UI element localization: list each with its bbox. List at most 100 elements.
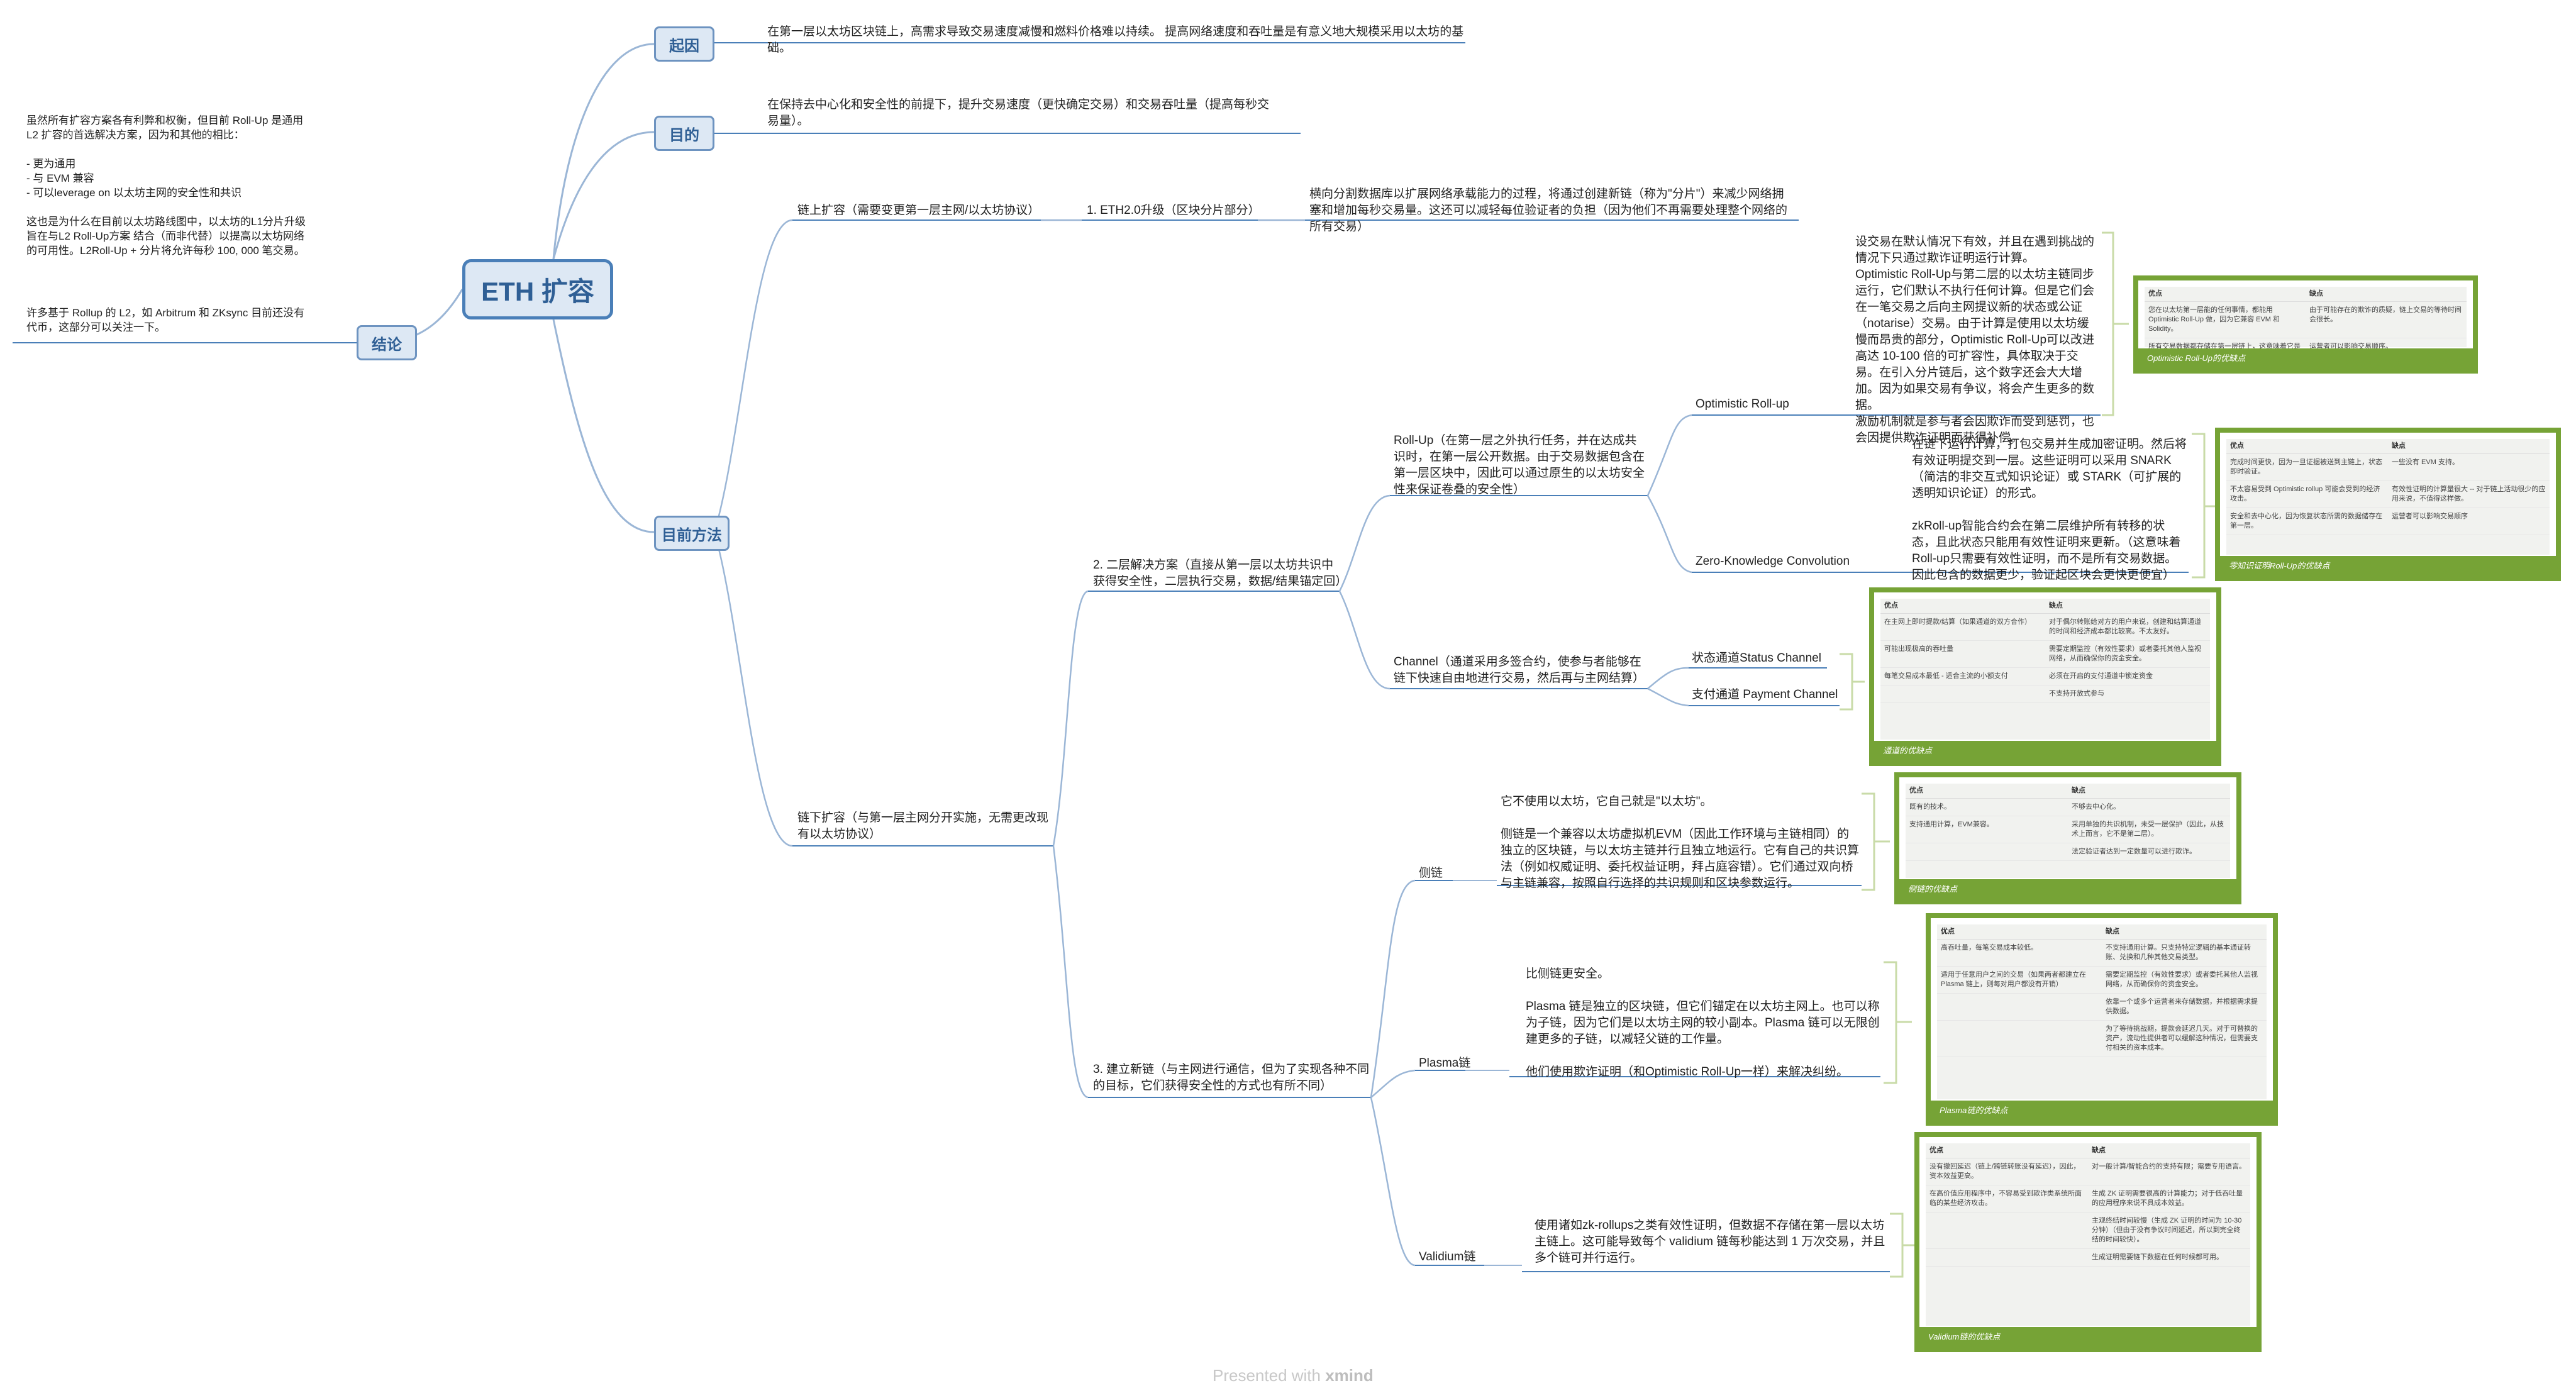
- pros-cons-table: 优点缺点没有撤回延迟（链上/跨链转账没有延迟），因此，资本效益更高。对一般计算/…: [1926, 1143, 2250, 1267]
- card-caption: Optimistic Roll-Up的优缺点: [2147, 353, 2246, 363]
- con-cell: 对一般计算/智能合约的支持有限；需要专用语言。: [2088, 1158, 2250, 1185]
- sidechain-text: 它不使用以太坊，它自己就是"以太坊"。 侧链是一个兼容以太坊虚拟机EVM（因此工…: [1501, 795, 1860, 890]
- layer2-label[interactable]: 2. 二层解决方案（直接从第一层以太坊共识中获得安全性，二层执行交易，数据/结果…: [1093, 558, 1348, 588]
- pro-cell: 高吞吐量，每笔交易成本较低。: [1937, 939, 2102, 967]
- cons-header: 缺点: [2102, 924, 2267, 940]
- pro-cell: 没有撤回延迟（链上/跨链转账没有延迟），因此，资本效益更高。: [1926, 1158, 2088, 1185]
- table-row: 支持通用计算，EVM兼容。采用单独的共识机制，未受一层保护（因此，从技术上而言，…: [1906, 816, 2230, 843]
- card-inner: 优点缺点您在以太坊第一层能的任何事情，都能用 Optimistic Roll-U…: [2145, 287, 2467, 365]
- pro-cell: 在高价值应用程序中，不容易受到欺诈类系统所面临的某些经济攻击。: [1926, 1185, 2088, 1213]
- onchain-label[interactable]: 链上扩容（需要变更第一层主网/以太坊协议）: [797, 204, 1040, 217]
- card-inner: 优点缺点高吞吐量，每笔交易成本较低。不支持通用计算。只支持特定逻辑的基本通证转账…: [1937, 924, 2267, 1099]
- eth2-label[interactable]: 1. ETH2.0升级（区块分片部分）: [1087, 204, 1260, 217]
- table-row: 您在以太坊第一层能的任何事情，都能用 Optimistic Roll-Up 做，…: [2145, 301, 2467, 338]
- table-row: 可能出现极高的吞吐量需要定期监控（有效性要求）或者委托其他人监视网络，从而确保你…: [1880, 640, 2210, 668]
- validium-label[interactable]: Validium链: [1419, 1250, 1476, 1263]
- card-inner: 优点缺点没有撤回延迟（链上/跨链转账没有延迟），因此，资本效益更高。对一般计算/…: [1926, 1143, 2250, 1326]
- pros-header: 优点: [1926, 1143, 2088, 1158]
- pro-cell: [1937, 1020, 2102, 1057]
- status-channel-label[interactable]: 状态通道Status Channel: [1692, 652, 1821, 665]
- zk-text: 在链下运行计算，打包交易并生成加密证明。然后将有效证明提交到一层。这些证明可以采…: [1912, 438, 2187, 582]
- con-cell: 依靠一个或多个运营者来存储数据，并根据需求提供数据。: [2102, 993, 2267, 1021]
- con-cell: 生成证明需要链下数据在任何时候都可用。: [2088, 1248, 2250, 1267]
- card-inner: 优点缺点既有的技术。不够去中心化。支持通用计算，EVM兼容。采用单独的共识机制，…: [1906, 784, 2230, 878]
- card-caption-bar: [1899, 879, 2236, 899]
- con-cell: 主观终结时间较慢（生成 ZK 证明的时间为 10-30 分钟）（但由于没有争议时…: [2088, 1212, 2250, 1249]
- con-cell: 运营者可以影响交易顺序: [2388, 508, 2550, 535]
- table-row: 依靠一个或多个运营者来存储数据，并根据需求提供数据。: [1937, 993, 2267, 1021]
- validium-card: 优点缺点没有撤回延迟（链上/跨链转账没有延迟），因此，资本效益更高。对一般计算/…: [1914, 1132, 2262, 1352]
- pro-cell: 安全和去中心化，因为恢复状态所需的数据储存在第一层。: [2226, 508, 2388, 535]
- card-caption: Validium链的优缺点: [1928, 1332, 2001, 1341]
- con-cell: 不支持通用计算。只支持特定逻辑的基本通证转账、兑换和几种其他交易类型。: [2102, 939, 2267, 967]
- optimistic-text: 设交易在默认情况下有效，并且在遇到挑战的情况下只通过欺诈证明运行计算。 Opti…: [1855, 235, 2095, 445]
- cons-header: 缺点: [2088, 1143, 2250, 1158]
- table-row: 在高价值应用程序中，不容易受到欺诈类系统所面临的某些经济攻击。生成 ZK 证明需…: [1926, 1185, 2250, 1213]
- con-cell: 由于可能存在的欺诈的质疑，链上交易的等待时间会很长。: [2306, 301, 2467, 338]
- conclusion-text-2: 许多基于 Rollup 的 L2，如 Arbitrum 和 ZKsync 目前还…: [26, 307, 305, 333]
- optimistic-label[interactable]: Optimistic Roll-up: [1696, 397, 1789, 411]
- table-row: 在主网上即时提款/结算（如果通道的双方合作）对于偶尔转账给对方的用户来说，创建和…: [1880, 613, 2210, 641]
- pros-cons-table: 优点缺点既有的技术。不够去中心化。支持通用计算，EVM兼容。采用单独的共识机制，…: [1906, 784, 2230, 861]
- card-inner: 优点缺点在主网上即时提款/结算（如果通道的双方合作）对于偶尔转账给对方的用户来说…: [1880, 599, 2210, 740]
- sidechain-card: 优点缺点既有的技术。不够去中心化。支持通用计算，EVM兼容。采用单独的共识机制，…: [1894, 772, 2241, 904]
- footer-presented: Presented with: [1213, 1366, 1321, 1385]
- pros-header: 优点: [2145, 287, 2306, 302]
- con-cell: 对于偶尔转账给对方的用户来说，创建和结算通道的时间和经济成本都比较高。不太友好。: [2045, 613, 2210, 641]
- pros-header: 优点: [1906, 784, 2068, 799]
- pro-cell: [1880, 685, 2045, 703]
- pro-cell: 既有的技术。: [1906, 798, 2068, 816]
- card-caption: 通道的优缺点: [1883, 746, 1933, 755]
- pros-cons-table: 优点缺点在主网上即时提款/结算（如果通道的双方合作）对于偶尔转账给对方的用户来说…: [1880, 599, 2210, 703]
- card-caption: 侧链的优缺点: [1908, 884, 1958, 894]
- card-caption-bar: [1874, 741, 2216, 761]
- card-inner: 优点缺点完成时间更快，因为一旦证据被送到主链上，状态即时验证。一些没有 EVM …: [2226, 439, 2550, 555]
- plasma-label[interactable]: Plasma链: [1419, 1057, 1471, 1070]
- table-row: 高吞吐量，每笔交易成本较低。不支持通用计算。只支持特定逻辑的基本通证转账、兑换和…: [1937, 939, 2267, 967]
- pro-cell: [1937, 993, 2102, 1021]
- plasma-card: 优点缺点高吞吐量，每笔交易成本较低。不支持通用计算。只支持特定逻辑的基本通证转账…: [1926, 913, 2278, 1126]
- pro-cell: 您在以太坊第一层能的任何事情，都能用 Optimistic Roll-Up 做，…: [2145, 301, 2306, 338]
- newchain-label[interactable]: 3. 建立新链（与主网进行通信，但为了实现各种不同的目标，它们获得安全性的方式也…: [1093, 1063, 1370, 1092]
- pros-header: 优点: [2226, 439, 2388, 454]
- branch-conclusion[interactable]: 结论: [357, 325, 417, 360]
- root-topic[interactable]: ETH 扩容: [462, 259, 613, 319]
- table-row: 每笔交易成本最低 - 适合主流的小额支付必须在开启的支付通道中锁定资金: [1880, 667, 2210, 685]
- con-cell: 生成 ZK 证明需要很高的计算能力；对于低吞吐量的应用程序来说不具成本效益。: [2088, 1185, 2250, 1213]
- branch-goal[interactable]: 目的: [654, 116, 714, 151]
- cons-header: 缺点: [2388, 439, 2550, 454]
- con-cell: 必须在开启的支付通道中锁定资金: [2045, 667, 2210, 685]
- channel-card: 优点缺点在主网上即时提款/结算（如果通道的双方合作）对于偶尔转账给对方的用户来说…: [1869, 587, 2221, 766]
- payment-channel-label[interactable]: 支付通道 Payment Channel: [1692, 688, 1838, 701]
- table-row: 完成时间更快，因为一旦证据被送到主链上，状态即时验证。一些没有 EVM 支持。: [2226, 453, 2550, 481]
- offchain-label[interactable]: 链下扩容（与第一层主网分开实施，无需更改现有以太坊协议）: [797, 811, 1049, 841]
- card-caption-bar: [2138, 348, 2473, 369]
- branch-method[interactable]: 目前方法: [654, 516, 730, 551]
- channel-label[interactable]: Channel（通道采用多签合约，使参与者能够在链下快速自由地进行交易，然后再与…: [1394, 655, 1645, 685]
- card-caption-bar: [1931, 1101, 2273, 1121]
- table-row: 安全和去中心化，因为恢复状态所需的数据储存在第一层。运营者可以影响交易顺序: [2226, 508, 2550, 535]
- cons-header: 缺点: [2068, 784, 2230, 799]
- con-cell: 为了等待挑战期，提款会延迟几天。对于可替换的资产，流动性提供者可以缓解这种情况，…: [2102, 1020, 2267, 1057]
- con-cell: 采用单独的共识机制，未受一层保护（因此，从技术上而言，它不是第二层）。: [2068, 816, 2230, 843]
- card-caption: 零知识证明Roll-Up的优缺点: [2229, 561, 2330, 570]
- root-title: ETH 扩容: [481, 276, 594, 306]
- footer-brand: xmind: [1325, 1366, 1374, 1385]
- branch-origin-label: 起因: [669, 37, 699, 55]
- footer-branding: Presented with xmind: [1213, 1366, 1374, 1385]
- sidechain-label[interactable]: 侧链: [1419, 867, 1443, 880]
- plasma-text: 比侧链更安全。 Plasma 链是独立的区块链，但它们锚定在以太坊主网上。也可以…: [1526, 967, 1880, 1079]
- con-cell: 需要定期监控（有效性要求）或者委托其他人监视网络，从而确保你的资金安全。: [2102, 966, 2267, 994]
- branch-origin[interactable]: 起因: [654, 26, 714, 62]
- branch-goal-label: 目的: [669, 126, 699, 144]
- zk-label[interactable]: Zero-Knowledge Convolution: [1696, 555, 1850, 568]
- con-cell: 不够去中心化。: [2068, 798, 2230, 816]
- branch-method-label: 目前方法: [662, 526, 722, 544]
- table-row: 主观终结时间较慢（生成 ZK 证明的时间为 10-30 分钟）（但由于没有争议时…: [1926, 1212, 2250, 1249]
- pros-header: 优点: [1880, 599, 2045, 614]
- cons-header: 缺点: [2306, 287, 2467, 302]
- rollup-label[interactable]: Roll-Up（在第一层之外执行任务，并在达成共识时，在第一层公开数据。由于交易…: [1394, 434, 1645, 496]
- card-caption-bar: [2220, 556, 2556, 576]
- eth2-text: 横向分割数据库以扩展网络承载能力的过程，将通过创建新链（称为"分片"）来减少网络…: [1309, 187, 1788, 233]
